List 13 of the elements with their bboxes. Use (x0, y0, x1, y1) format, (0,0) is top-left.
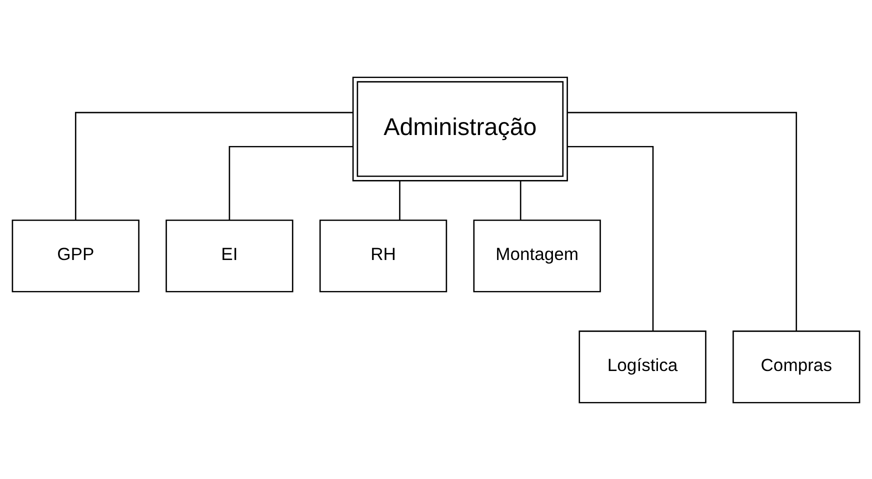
connector (228, 145, 353, 220)
node-box: Administração (352, 76, 568, 181)
node-box: Logística (578, 330, 706, 403)
connector (74, 111, 353, 220)
connector (399, 180, 400, 220)
node-box: Compras (732, 330, 860, 403)
connector (520, 180, 522, 220)
connector (567, 145, 654, 331)
node-box: EI (166, 219, 294, 292)
connector (567, 111, 798, 330)
node-box: RH (319, 219, 448, 292)
node-box: GPP (12, 219, 140, 292)
node-box: Montagem (473, 219, 601, 292)
